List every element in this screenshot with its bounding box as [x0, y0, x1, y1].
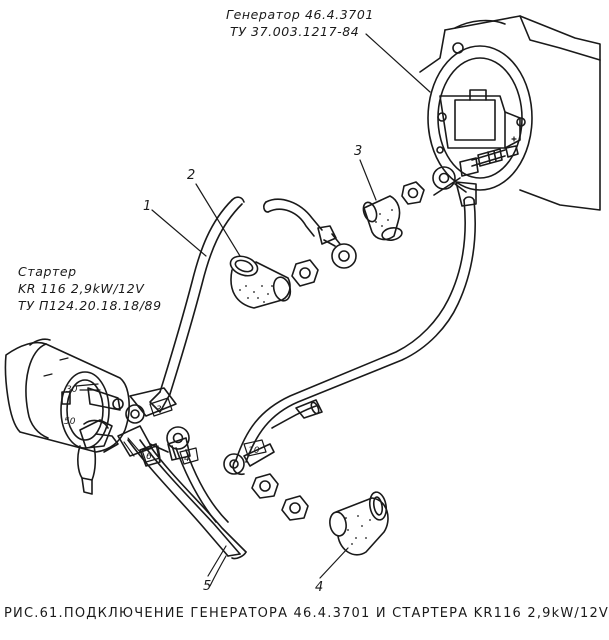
nut-lower-2	[281, 495, 309, 521]
leader-lines	[151, 33, 431, 579]
nut-lower-1	[251, 473, 279, 499]
figure-caption: РИС.61.ПОДКЛЮЧЕНИЕ ГЕНЕРАТОРА 46.4.3701 …	[4, 606, 609, 621]
starter-title-label: Стартер	[18, 264, 77, 279]
boot-4	[329, 491, 389, 556]
wire-tag-4: 4	[184, 454, 190, 464]
wire-generator-long	[223, 166, 477, 476]
generator-model-label: Генератор 46.4.3701	[226, 7, 374, 22]
callout-4: 4	[315, 580, 324, 595]
generator-spec-label: ТУ 37.003.1217-84	[230, 24, 360, 39]
wire-tag-3: 3	[156, 405, 162, 415]
wire-tag-shapes	[141, 397, 267, 465]
callout-3: 3	[354, 144, 363, 159]
wire-1	[125, 196, 357, 424]
wire-tag-6: 6	[146, 452, 152, 462]
starter-spec-label: ТУ П124.20.18.18/89	[18, 298, 162, 313]
starter-drawing	[4, 338, 130, 495]
boot-2	[229, 255, 292, 309]
starter-model-label: KR 116 2,9kW/12V	[18, 281, 145, 296]
callout-5: 5	[203, 579, 212, 594]
nut-upper	[291, 259, 319, 287]
callout-2: 2	[187, 168, 196, 183]
harness-5	[117, 425, 247, 587]
terminal-50-label: 50	[64, 417, 76, 427]
terminal-30-label: 30	[66, 385, 78, 395]
boot-3	[362, 195, 403, 241]
wire-tag-10: 10	[248, 446, 260, 456]
nut-generator	[401, 181, 425, 205]
generator-drawing	[419, 15, 601, 211]
callout-1: 1	[143, 199, 152, 214]
